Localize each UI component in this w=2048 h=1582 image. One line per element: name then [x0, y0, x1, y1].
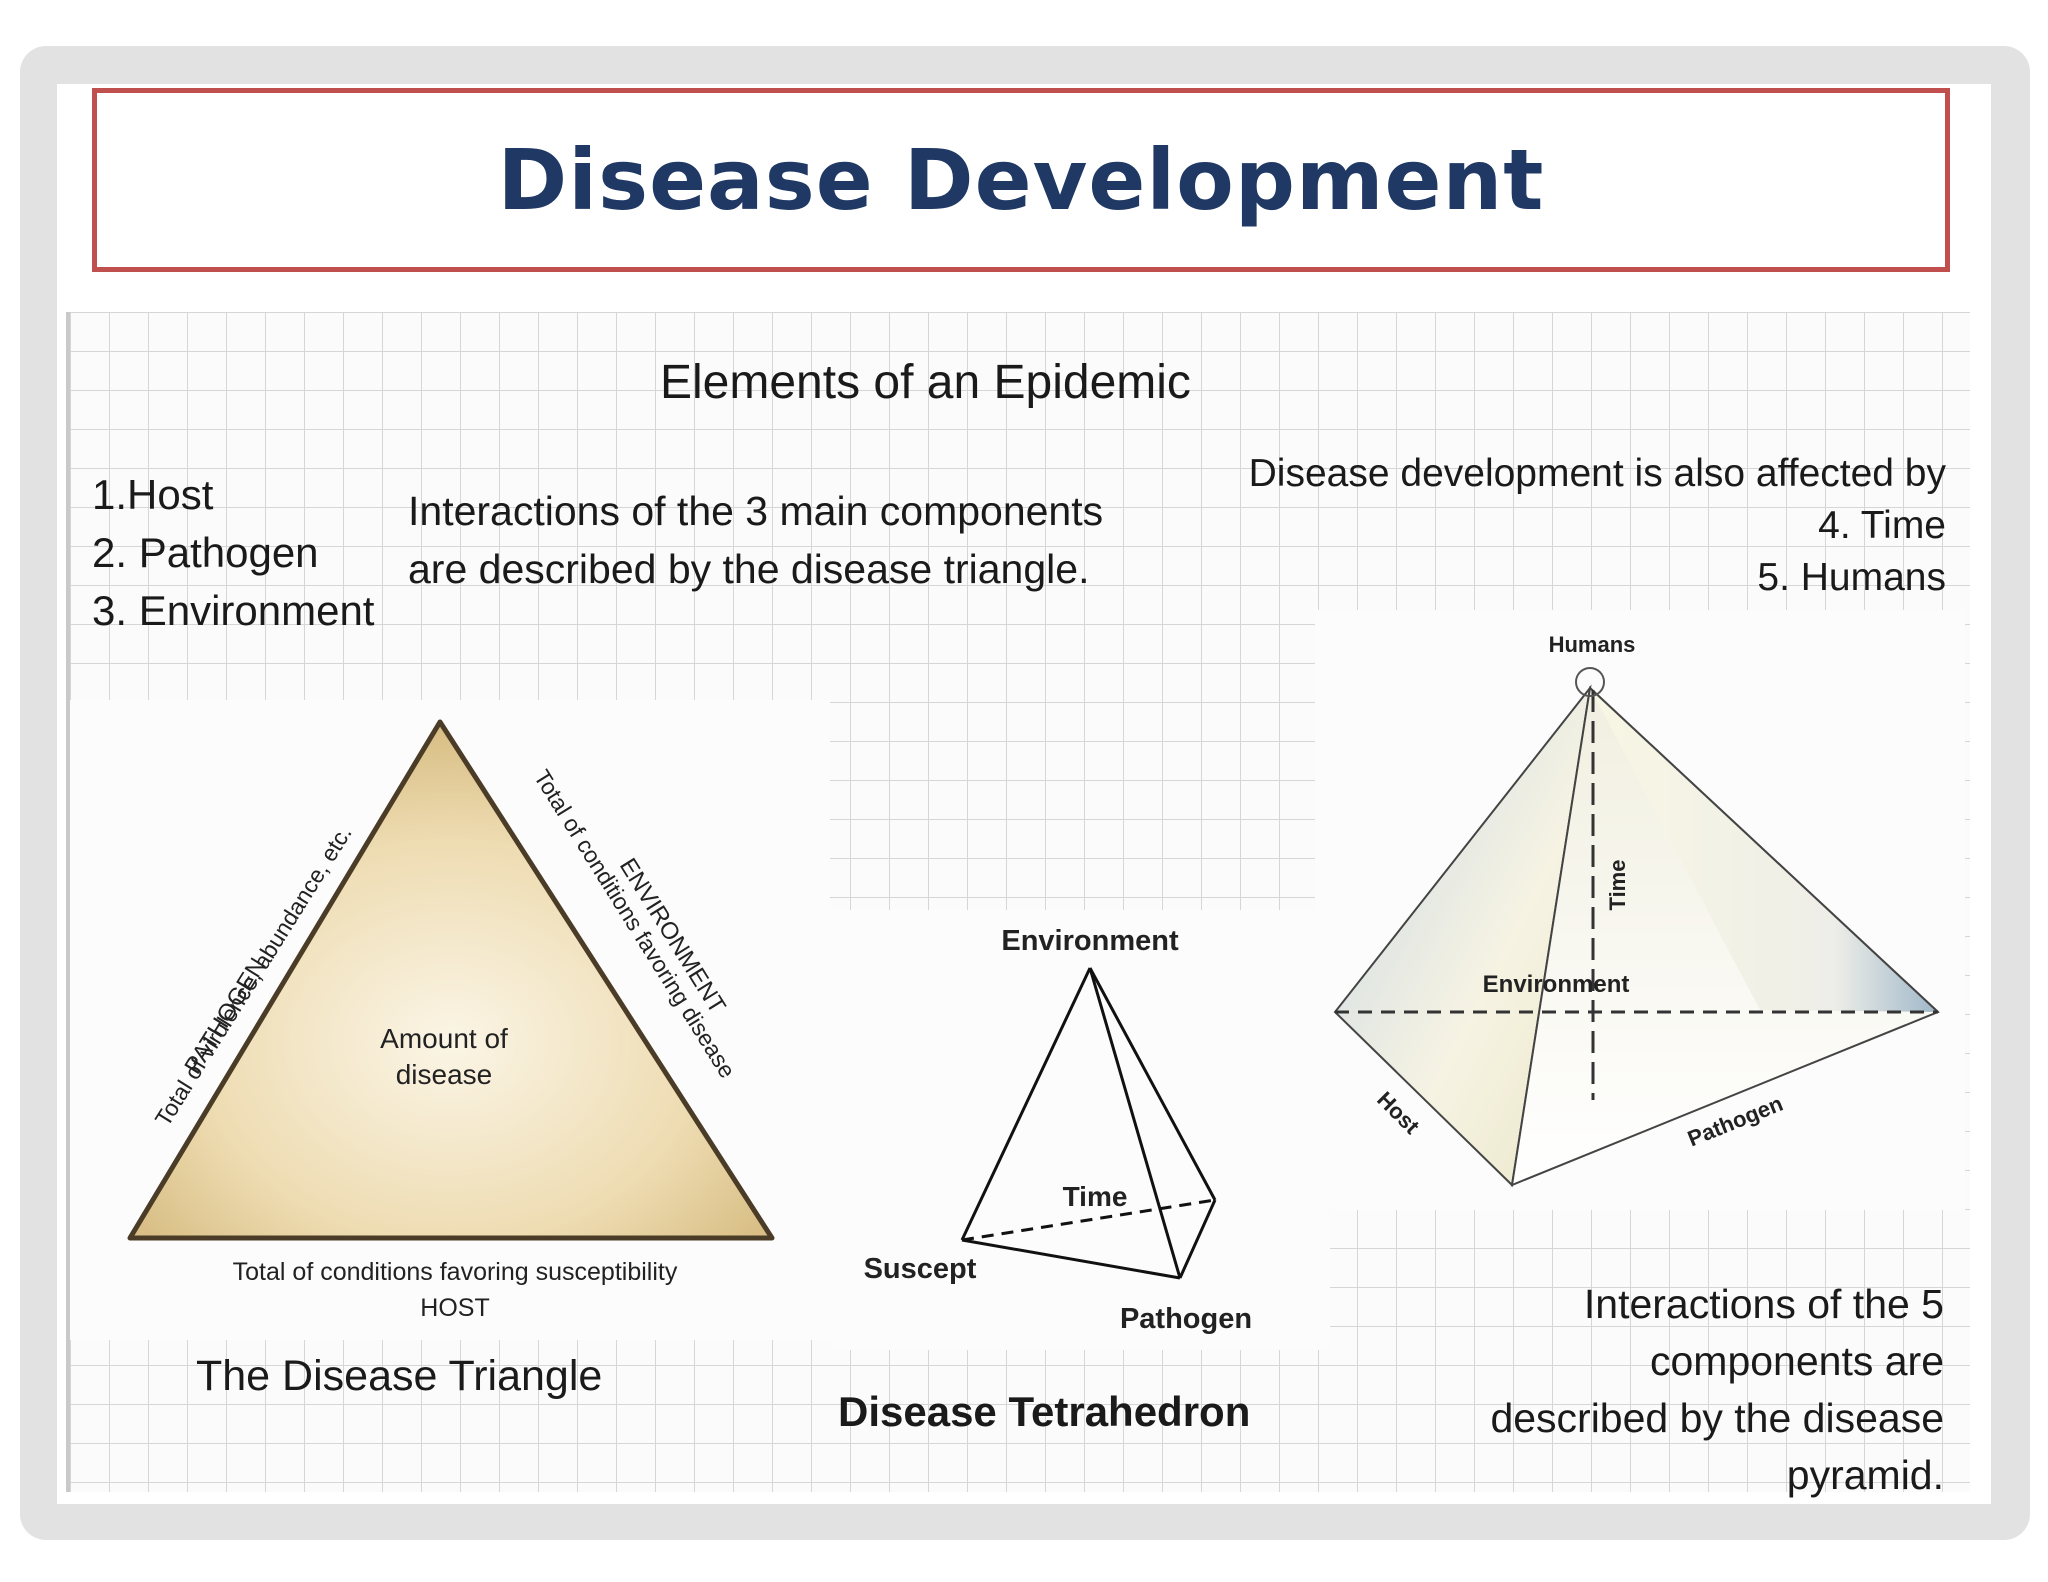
slide-title: Disease Development: [497, 131, 1545, 229]
triangle-center-label: Amount of: [380, 1023, 508, 1054]
triangle-base-subtitle: Total of conditions favoring susceptibil…: [233, 1258, 678, 1286]
title-box: Disease Development: [92, 88, 1950, 272]
triangle-caption: The Disease Triangle: [196, 1352, 603, 1400]
intro-line: Interactions of the 3 main components: [408, 488, 1104, 534]
tetrahedron-top-label: Environment: [1001, 925, 1179, 957]
pyramid-caption-line: described by the disease: [1490, 1395, 1944, 1441]
pyramid-left-edge-label: Host: [1372, 1087, 1425, 1140]
tetrahedron-shape: [960, 967, 1217, 1280]
also-line: 5. Humans: [1757, 556, 1946, 599]
pyramid-caption: Interactions of the 5 components are des…: [1490, 1276, 1944, 1504]
tetrahedron-caption: Disease Tetrahedron: [838, 1388, 1251, 1435]
intro-line: are described by the disease triangle.: [408, 546, 1090, 592]
list-item: 2. Pathogen: [92, 529, 319, 576]
tetrahedron-middle-label: Time: [1063, 1181, 1128, 1212]
list-item: 3. Environment: [92, 587, 375, 634]
list-item: 1.Host: [92, 471, 214, 518]
tetrahedron-left-label: Suscept: [864, 1253, 977, 1285]
tetrahedron-right-label: Pathogen: [1120, 1303, 1252, 1335]
components-list: 1.Host 2. Pathogen 3. Environment: [92, 466, 374, 640]
tetrahedron-area: [830, 910, 1330, 1350]
triangle-shape: [127, 719, 775, 1241]
pyramid-caption-line: components are: [1649, 1338, 1944, 1384]
pyramid-apex-label: Humans: [1549, 632, 1636, 657]
also-line: 4. Time: [1818, 504, 1946, 547]
intro-text: Interactions of the 3 main components ar…: [408, 482, 1103, 598]
triangle-center-label: disease: [396, 1059, 493, 1090]
triangle-base-title: HOST: [420, 1294, 489, 1322]
pyramid-caption-line: Interactions of the 5: [1583, 1281, 1944, 1327]
pyramid-center-label: Environment: [1483, 971, 1630, 998]
diagram-heading: Elements of an Epidemic: [660, 356, 1191, 409]
pyramid-shape: [1333, 667, 1940, 1188]
also-affected-text: Disease development is also affected by …: [1249, 448, 1946, 604]
pyramid-caption-line: pyramid.: [1786, 1452, 1944, 1498]
pyramid-axis-label: Time: [1605, 860, 1630, 911]
also-line: Disease development is also affected by: [1248, 452, 1946, 495]
